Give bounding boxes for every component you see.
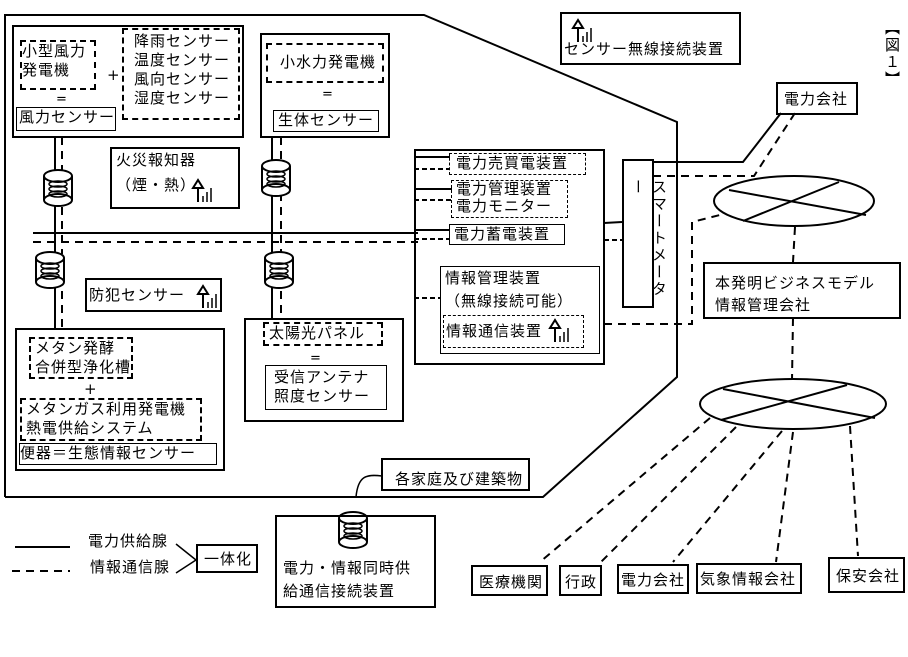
house-outline	[4, 14, 678, 498]
power-storage-box: 電力蓄電装置	[449, 224, 565, 245]
endpoint-security-label: 保安会社	[836, 567, 901, 585]
smart-meter-box: スマートメーター	[622, 159, 668, 308]
legend-connector-box: 電力・情報同時供 給通信接続装置	[275, 515, 436, 608]
coil-connector-icon	[264, 251, 294, 289]
crime-sensor-label: 防犯センサー	[89, 286, 186, 304]
business-company-label: 本発明ビジネスモデル	[715, 274, 876, 292]
sensor-wireless-legend-label: センサー無線接続装置	[564, 40, 725, 58]
fire-alarm-label: 火災報知器	[116, 151, 197, 169]
power-company-top-label: 電力会社	[784, 90, 849, 108]
endpoint-government-box[interactable]: 行政	[559, 565, 602, 596]
coil-connector-icon	[43, 169, 73, 207]
wind-generator-label: 小型風力	[22, 42, 87, 60]
endpoint-medical-label: 医療機関	[479, 573, 544, 591]
wind-sensor-label: 風力センサー	[19, 108, 116, 126]
home-device-box	[414, 149, 605, 365]
solar-panel-label: 太陽光パネル	[269, 324, 366, 342]
sensor-wireless-legend-box: センサー無線接続装置	[560, 12, 741, 65]
illuminance-sensor-label: 照度センサー	[274, 387, 371, 405]
legend-connector-label: 電力・情報同時供	[283, 559, 412, 577]
antenna-sensor-box: 受信アンテナ 照度センサー	[265, 365, 387, 410]
households-box: 各家庭及び建築物	[381, 458, 530, 491]
power-trade-label: 電力売買電装置	[456, 154, 569, 172]
legend-info-line-label: 情報通信腺	[90, 558, 171, 576]
methane-tank-label: メタン発酵	[35, 339, 116, 357]
equals-sign: =	[56, 92, 67, 107]
methane-generator-box: メタンガス利用発電機 熱電供給システム	[20, 398, 202, 441]
info-mgmt-label: 情報管理装置	[445, 269, 542, 287]
plus-sign: +	[107, 66, 121, 84]
power-storage-label: 電力蓄電装置	[454, 225, 551, 243]
info-mgmt-company-label: 情報管理会社	[715, 296, 812, 314]
bio-sensor-box: 生体センサー	[273, 110, 379, 132]
info-comm-label: 情報通信装置	[446, 322, 543, 340]
weather-sensors-box: 降雨センサー 温度センサー 風向センサー 湿度センサー	[122, 28, 240, 120]
endpoint-security-box[interactable]: 保安会社	[828, 557, 905, 593]
power-monitor-label: 電力モニター	[456, 197, 553, 215]
equals-sign: =	[322, 87, 333, 102]
toilet-sensor-box: 便器＝生態情報センサー	[19, 443, 217, 465]
households-label: 各家庭及び建築物	[395, 470, 524, 488]
endpoint-medical-box[interactable]: 医療機関	[471, 565, 548, 596]
solar-group-box	[244, 318, 404, 422]
endpoint-weather-box[interactable]: 気象情報会社	[696, 563, 802, 594]
plus-sign: +	[84, 380, 98, 398]
smart-meter-label: スマートメーター	[629, 179, 668, 298]
bio-sensor-label: 生体センサー	[278, 111, 375, 129]
houses-leader	[355, 474, 383, 498]
wind-generator-label-2: 発電機	[22, 61, 71, 79]
coil-connector-icon	[35, 251, 65, 289]
methane-generator-label: メタンガス利用発電機	[26, 400, 187, 418]
legend-connector-label-2: 給通信接続装置	[283, 582, 396, 600]
power-mgmt-box: 電力管理装置 電力モニター	[451, 180, 568, 218]
legend-power-line-label: 電力供給腺	[88, 532, 169, 550]
fire-alarm-subtitle: （煙・熱）	[116, 176, 197, 194]
rain-sensor-label: 降雨センサー	[134, 32, 231, 50]
endpoint-power-company-label: 電力会社	[621, 571, 686, 589]
wind-sensor-box: 風力センサー	[16, 107, 116, 131]
solar-panel-box: 太陽光パネル	[263, 322, 383, 346]
info-mgmt-box: 情報管理装置 （無線接続可能）	[440, 266, 600, 354]
fire-alarm-box: 火災報知器 （煙・熱）	[110, 147, 240, 209]
figure-label: 【図１】	[883, 20, 901, 88]
hydro-generator-label: 小水力発電機	[280, 53, 377, 71]
wind-generator-box: 小型風力 発電機	[20, 40, 96, 90]
endpoint-weather-label: 気象情報会社	[700, 570, 797, 588]
legend-integrated-label: 一体化	[204, 550, 253, 568]
methane-tank-label-2: 合併型浄化槽	[35, 358, 132, 376]
wind-direction-sensor-label: 風向センサー	[134, 70, 231, 88]
equals-sign: =	[310, 351, 321, 366]
business-company-box: 本発明ビジネスモデル 情報管理会社	[703, 262, 901, 319]
power-mgmt-label: 電力管理装置	[456, 180, 553, 198]
network-hub-top	[713, 175, 875, 227]
wireless-capable-label: （無線接続可能）	[445, 292, 574, 310]
humidity-sensor-label: 湿度センサー	[134, 89, 231, 107]
power-company-top-box: 電力会社	[776, 82, 858, 115]
power-trade-box: 電力売買電装置	[449, 153, 586, 175]
hydro-generator-box: 小水力発電機	[266, 43, 384, 83]
info-comm-box: 情報通信装置	[443, 315, 584, 348]
wind-group-box	[12, 25, 244, 138]
legend-integrated-box: 一体化	[196, 544, 258, 573]
endpoint-power-company-box[interactable]: 電力会社	[617, 564, 689, 594]
endpoint-government-label: 行政	[565, 573, 598, 591]
receiver-antenna-label: 受信アンテナ	[274, 368, 370, 386]
temperature-sensor-label: 温度センサー	[134, 51, 231, 69]
network-hub-bottom	[699, 378, 887, 430]
methane-group-box	[15, 328, 225, 471]
cogeneration-label: 熱電供給システム	[26, 419, 154, 437]
crime-sensor-box: 防犯センサー	[85, 278, 222, 312]
coil-connector-icon	[261, 159, 291, 197]
hydro-group-box	[260, 33, 390, 138]
methane-tank-box: メタン発酵 合併型浄化槽	[29, 337, 133, 379]
toilet-sensor-label: 便器＝生態情報センサー	[20, 444, 197, 462]
